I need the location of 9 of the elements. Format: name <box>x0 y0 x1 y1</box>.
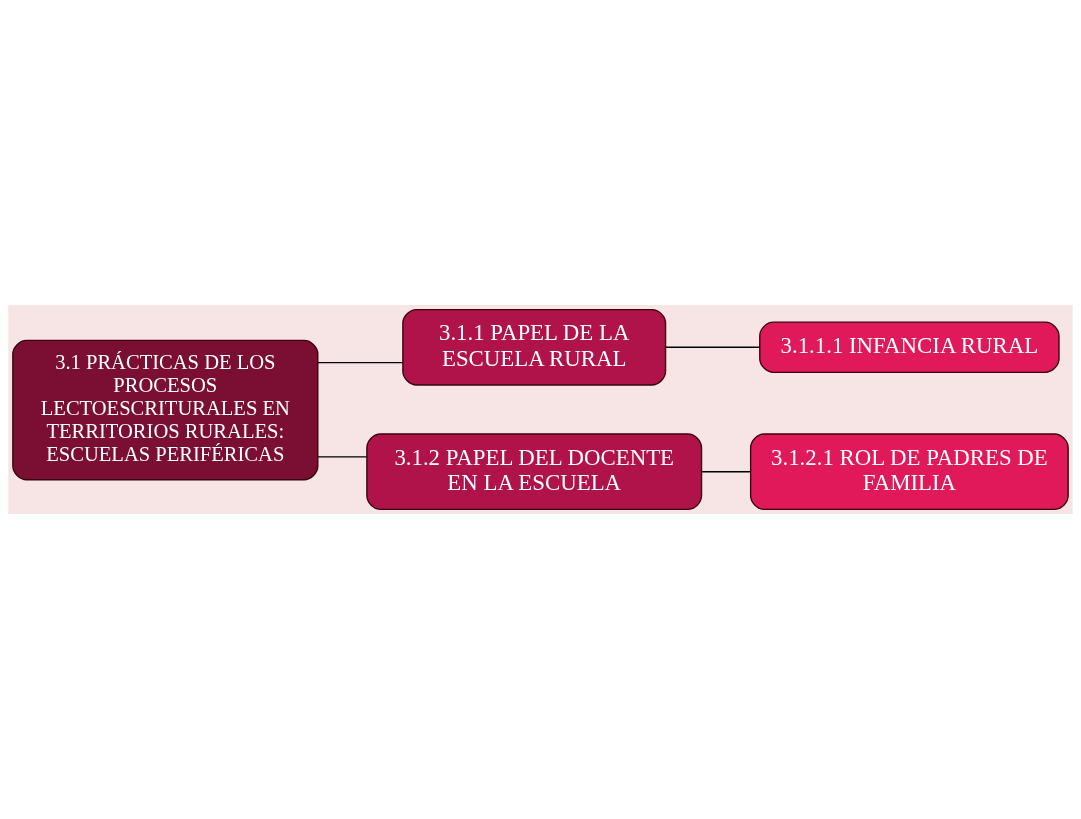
connector <box>665 346 761 348</box>
node-box: 3.1.1.1 INFANCIA RURAL <box>759 321 1060 374</box>
connector <box>317 456 368 458</box>
connector <box>317 362 404 364</box>
node-box: 3.1.2.1 ROL DE PADRES DE FAMILIA <box>749 433 1069 511</box>
node-box: 3.1.1 PAPEL DE LA ESCUELA RURAL <box>402 308 667 386</box>
node-box: 3.1 PRÁCTICAS DE LOS PROCESOS LECTOESCRITURALES EN TERRITORIOS RURALES: ESCUELAS PERIFÉRICAS <box>12 339 319 481</box>
connector <box>701 471 752 473</box>
node-box: 3.1.2 PAPEL DEL DOCENTE EN LA ESCUELA <box>366 433 703 511</box>
